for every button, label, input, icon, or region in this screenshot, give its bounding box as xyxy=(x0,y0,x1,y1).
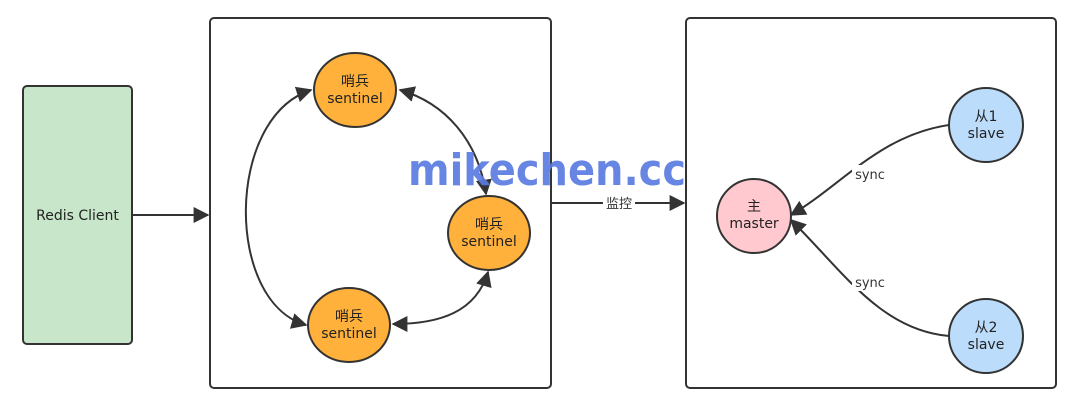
watermark: mikechen.cc xyxy=(408,145,686,196)
slave-node-2: 从2 slave xyxy=(948,298,1024,374)
sentinel-top-right-link xyxy=(398,86,492,196)
master-line1: 主 xyxy=(747,199,761,215)
slave1-line1: 从1 xyxy=(975,109,998,125)
slave-node-1: 从1 slave xyxy=(948,87,1024,163)
sentinel-top-line1: 哨兵 xyxy=(341,74,369,90)
sentinel-top-line2: sentinel xyxy=(327,91,383,107)
master-node: 主 master xyxy=(716,178,792,254)
sync-label-1: sync xyxy=(855,168,885,183)
sync-label-1-bg xyxy=(852,165,888,183)
sentinel-node-top: 哨兵 sentinel xyxy=(313,52,397,128)
redis-client-label: Redis Client xyxy=(36,208,119,224)
monitor-label: 监控 xyxy=(606,197,632,212)
sentinel-right-line1: 哨兵 xyxy=(475,217,503,233)
sentinel-bottom-line2: sentinel xyxy=(321,326,377,342)
sync-link-slave1 xyxy=(789,124,950,216)
monitor-label-bg xyxy=(603,194,635,212)
sentinel-right-line2: sentinel xyxy=(461,234,517,250)
sentinel-right-bottom-link xyxy=(391,270,492,332)
sentinel-top-bottom-link xyxy=(244,86,313,329)
sentinel-node-bottom: 哨兵 sentinel xyxy=(307,287,391,363)
sync-link-slave2 xyxy=(789,218,950,337)
sentinel-node-right: 哨兵 sentinel xyxy=(447,195,531,271)
sentinel-bottom-line1: 哨兵 xyxy=(335,309,363,325)
sync-label-2: sync xyxy=(855,276,885,291)
slave2-line2: slave xyxy=(968,337,1005,353)
sync-label-2-bg xyxy=(852,273,888,291)
master-line2: master xyxy=(729,216,779,232)
slave1-line2: slave xyxy=(968,126,1005,142)
slave2-line1: 从2 xyxy=(975,320,998,336)
